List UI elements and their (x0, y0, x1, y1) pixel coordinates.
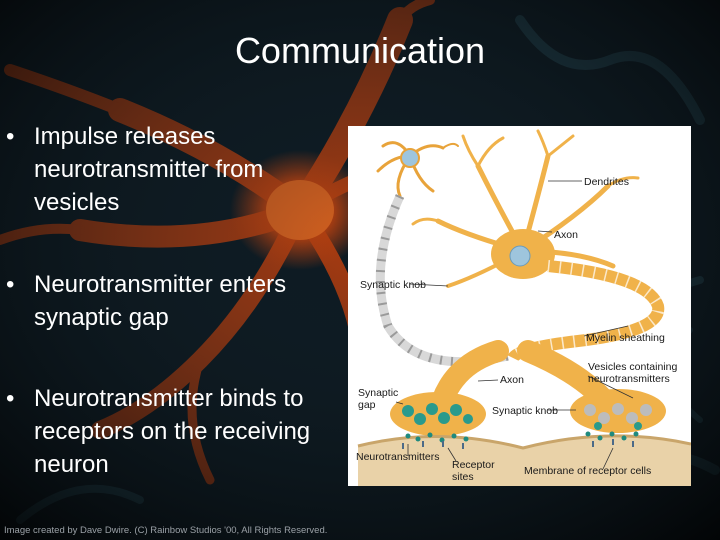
bullet-glyph: • (6, 120, 14, 153)
bullet-text: Neurotransmitter binds to receptors on t… (34, 382, 334, 481)
label-synaptic-knob-left: Synaptic knob (360, 279, 426, 291)
label-synaptic-gap-line2: gap (358, 399, 376, 411)
bullet-text: Impulse releases neurotransmitter from v… (34, 120, 334, 219)
label-vesicles-line1: Vesicles containing (588, 361, 677, 373)
label-dendrites: Dendrites (584, 176, 629, 188)
label-vesicles-line2: neurotransmitters (588, 373, 670, 385)
image-credit: Image created by Dave Dwire. (C) Rainbow… (4, 525, 327, 536)
label-synaptic-gap-line1: Synaptic (358, 387, 398, 399)
label-receptor-sites-line2: sites (452, 471, 474, 483)
label-membrane: Membrane of receptor cells (524, 465, 651, 477)
label-neurotransmitters: Neurotransmitters (356, 451, 439, 463)
bullet-glyph: • (6, 268, 14, 301)
label-myelin-sheathing: Myelin sheathing (586, 332, 665, 344)
bullet-glyph: • (6, 382, 14, 415)
label-axon-top: Axon (554, 229, 578, 241)
label-synaptic-knob-right: Synaptic knob (492, 405, 558, 417)
label-receptor-sites-line1: Receptor (452, 459, 495, 471)
label-axon-bottom: Axon (500, 374, 524, 386)
slide-title: Communication (0, 30, 720, 72)
bullet-text: Neurotransmitter enters synaptic gap (34, 268, 334, 334)
synapse-diagram: Dendrites Axon Synaptic knob Myelin shea… (348, 126, 691, 486)
